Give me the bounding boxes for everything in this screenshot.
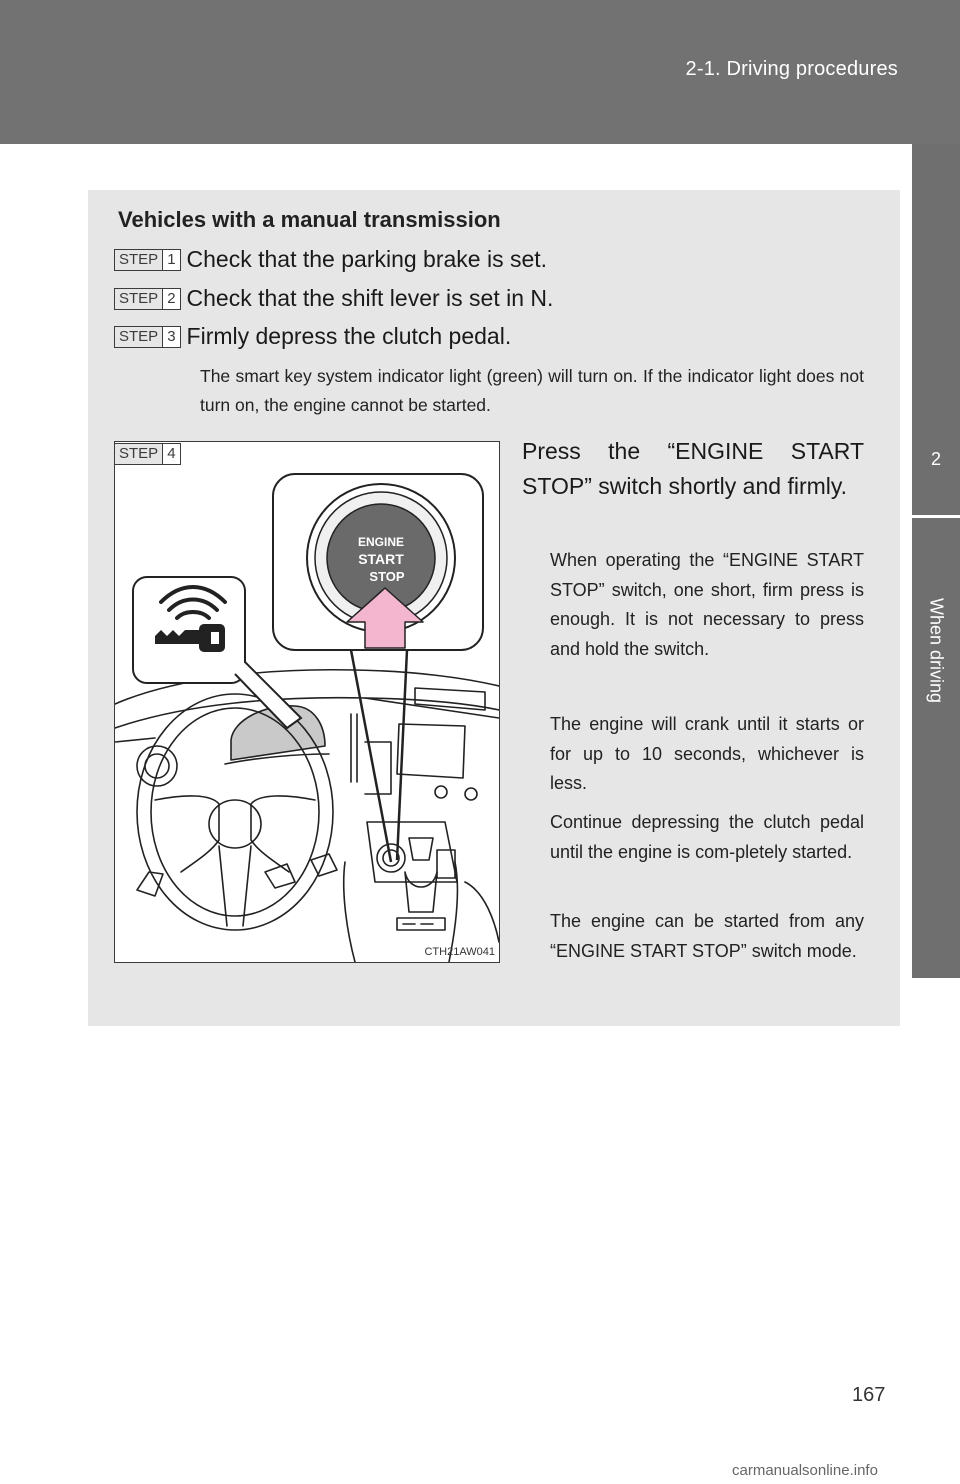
section-heading: Vehicles with a manual transmission: [118, 207, 501, 232]
illustration-engine-start: ENGINE START STOP CTH21AW041: [114, 441, 500, 963]
step-4-badge: STEP 4: [114, 443, 181, 465]
step-text: Firmly depress the clutch pedal.: [186, 323, 512, 349]
cockpit-illustration: ENGINE START STOP: [115, 473, 499, 962]
engine-button-callout: ENGINE START STOP: [272, 473, 484, 863]
figure-code: CTH21AW041: [424, 946, 495, 958]
step-4-note-2: The engine will crank until it starts or…: [550, 714, 864, 793]
section-title: 2-1. Driving procedures: [685, 58, 898, 80]
chapter-label-wrap: When driving: [913, 560, 959, 760]
step-badge: STEP 3: [114, 325, 181, 348]
step-badge: STEP 2: [114, 287, 181, 310]
button-text-engine: ENGINE: [358, 535, 404, 549]
button-text-start: START: [358, 551, 404, 567]
chapter-number: 2: [930, 449, 941, 469]
push-arrow-icon: [346, 587, 424, 649]
key-indicator-callout: [132, 576, 303, 730]
page-number: 167: [852, 1384, 886, 1406]
step-3: STEP 3 Firmly depress the clutch pedal.: [114, 323, 511, 350]
step-badge: STEP 1: [114, 248, 181, 271]
step-3-note: The smart key system indicator light (gr…: [200, 366, 864, 415]
chapter-tab: 2: [912, 144, 960, 518]
page-header: 2-1. Driving procedures: [0, 0, 960, 144]
step-text: Check that the shift lever is set in N.: [186, 285, 554, 311]
step-4-note-3: Continue depressing the clutch pedal unt…: [550, 812, 864, 862]
smart-key-indicator-icon: [155, 585, 227, 652]
chapter-label: When driving: [926, 597, 947, 704]
step-4-note-4: The engine can be started from any “ENGI…: [550, 911, 864, 961]
step-text: Check that the parking brake is set.: [186, 246, 548, 272]
watermark: carmanualsonline.info: [732, 1462, 878, 1479]
button-text-stop: STOP: [369, 569, 404, 584]
step-4-note-1: When operating the “ENGINE START STOP” s…: [550, 550, 864, 659]
step-1: STEP 1 Check that the parking brake is s…: [114, 246, 547, 273]
step-badge: STEP 4: [114, 443, 181, 465]
step-2: STEP 2 Check that the shift lever is set…: [114, 285, 553, 312]
step-4-text: Press the “ENGINE START STOP” switch sho…: [522, 438, 864, 499]
